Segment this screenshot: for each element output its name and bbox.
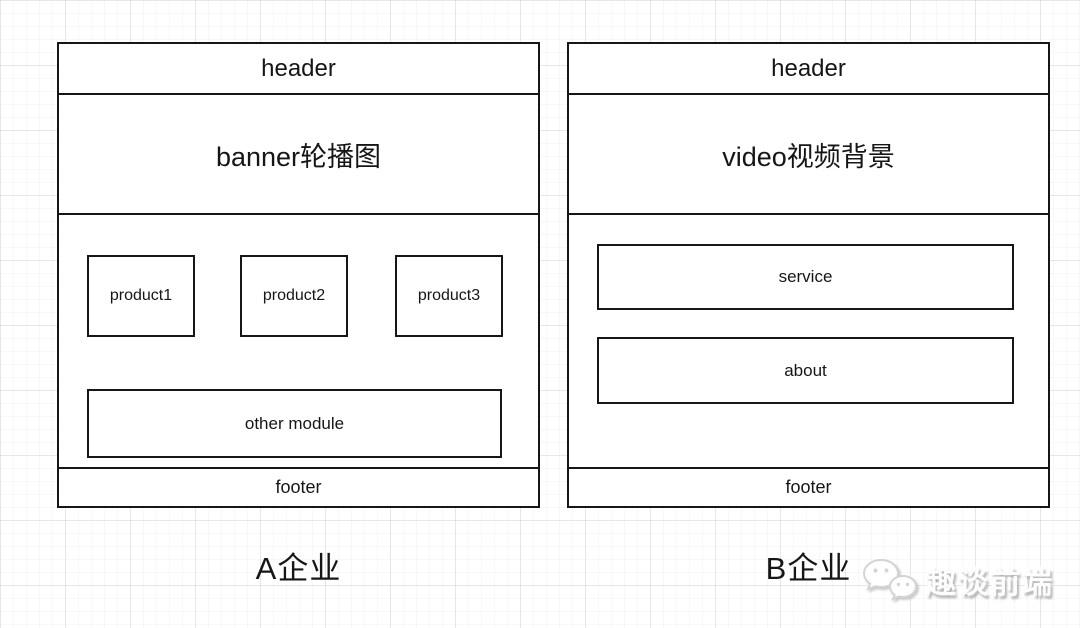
product2-box: product2 xyxy=(240,255,348,337)
product3-box: product3 xyxy=(395,255,503,337)
site-b-video-section: video视频背景 xyxy=(569,95,1048,215)
about-label: about xyxy=(784,360,827,380)
watermark-text: 趣谈前端 xyxy=(926,567,1054,600)
service-box: service xyxy=(597,244,1014,310)
wechat-icon xyxy=(862,556,918,604)
product2-label: product2 xyxy=(262,287,326,304)
site-a-caption: A企业 xyxy=(255,551,342,586)
service-label: service xyxy=(778,267,833,286)
site-b-footer-section: footer xyxy=(569,467,1048,506)
site-a-footer-section: footer xyxy=(59,467,538,506)
product1-label: product1 xyxy=(109,287,173,304)
other-module-label: other module xyxy=(244,413,345,433)
site-b-header-section: header xyxy=(569,44,1048,95)
site-a-header-section: header xyxy=(59,44,538,95)
site-a-header-label: header xyxy=(261,54,336,82)
about-box: about xyxy=(597,337,1014,404)
site-a-banner-section: banner轮播图 xyxy=(59,95,538,215)
other-module-box: other module xyxy=(87,389,502,458)
site-a-footer-label: footer xyxy=(275,477,322,497)
site-b-content-section: service about xyxy=(569,215,1048,467)
site-a-content-section: product1 product2 product3 other module xyxy=(59,215,538,467)
product3-label: product3 xyxy=(417,287,481,304)
site-a-banner-label: banner轮播图 xyxy=(215,141,382,172)
site-a-wireframe: header banner轮播图 product1 product2 produ… xyxy=(57,42,540,508)
site-b-footer-label: footer xyxy=(785,477,832,497)
site-b-header-label: header xyxy=(771,54,846,82)
site-b-video-label: video视频背景 xyxy=(722,141,895,172)
watermark: 趣谈前端 xyxy=(862,556,1054,604)
site-b-caption: B企业 xyxy=(765,551,852,586)
site-b-wireframe: header video视频背景 service about footer xyxy=(567,42,1050,508)
product1-box: product1 xyxy=(87,255,195,337)
